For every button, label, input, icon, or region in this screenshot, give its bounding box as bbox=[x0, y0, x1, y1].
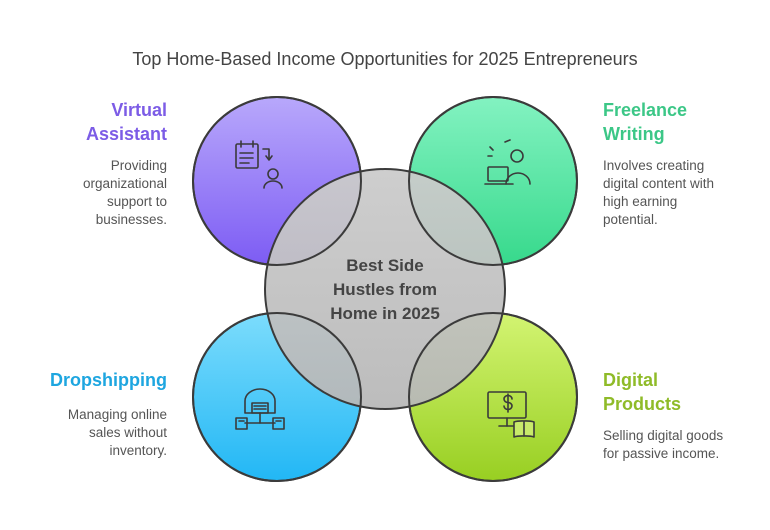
description-line: digital content with bbox=[603, 176, 715, 191]
description-line: inventory. bbox=[109, 443, 167, 458]
virtual-assistant-heading: Virtual Assistant bbox=[86, 98, 167, 146]
heading-line: Products bbox=[603, 394, 682, 414]
description-line: support to bbox=[106, 194, 167, 209]
task-checklist-icon bbox=[235, 140, 283, 189]
heading-line: Virtual bbox=[111, 100, 167, 120]
description-line: Selling digital goods bbox=[603, 428, 724, 443]
digital-products-heading: Digital Products bbox=[603, 368, 681, 416]
heading-line: Dropshipping bbox=[50, 370, 167, 390]
warehouse-network-icon bbox=[235, 388, 285, 430]
overlap-outlines bbox=[192, 96, 578, 482]
heading-line: Freelance bbox=[603, 100, 688, 120]
dollar-monitor-book-icon bbox=[487, 391, 535, 438]
description-line: organizational bbox=[82, 176, 167, 191]
center-label-line: Home in 2025 bbox=[330, 304, 440, 323]
dropshipping-description: Managing online sales without inventory. bbox=[68, 406, 167, 460]
description-line: Providing bbox=[110, 158, 167, 173]
center-circle bbox=[264, 168, 506, 410]
freelance-writing-description: Involves creating digital content with h… bbox=[603, 157, 714, 229]
heading-line: Digital bbox=[603, 370, 659, 390]
digital-products-description: Selling digital goods for passive income… bbox=[603, 427, 723, 463]
heading-line: Writing bbox=[603, 124, 665, 144]
diagram-title: Top Home-Based Income Opportunities for … bbox=[132, 49, 638, 69]
writer-laptop-icon bbox=[484, 139, 531, 185]
description-line: Managing online bbox=[67, 407, 167, 422]
freelance-writing-heading: Freelance Writing bbox=[603, 98, 687, 146]
center-label-line: Best Side bbox=[346, 256, 424, 275]
heading-line: Assistant bbox=[85, 124, 167, 144]
description-line: businesses. bbox=[95, 212, 167, 227]
description-line: Involves creating bbox=[603, 158, 705, 173]
center-label-line: Hustles from bbox=[333, 280, 437, 299]
virtual-assistant-description: Providing organizational support to busi… bbox=[83, 157, 167, 229]
description-line: sales without bbox=[88, 425, 167, 440]
dropshipping-heading: Dropshipping bbox=[50, 368, 167, 392]
description-line: potential. bbox=[603, 212, 658, 227]
description-line: high earning bbox=[603, 194, 678, 209]
center-label: Best Side Hustles from Home in 2025 bbox=[300, 254, 470, 326]
description-line: for passive income. bbox=[603, 446, 720, 461]
